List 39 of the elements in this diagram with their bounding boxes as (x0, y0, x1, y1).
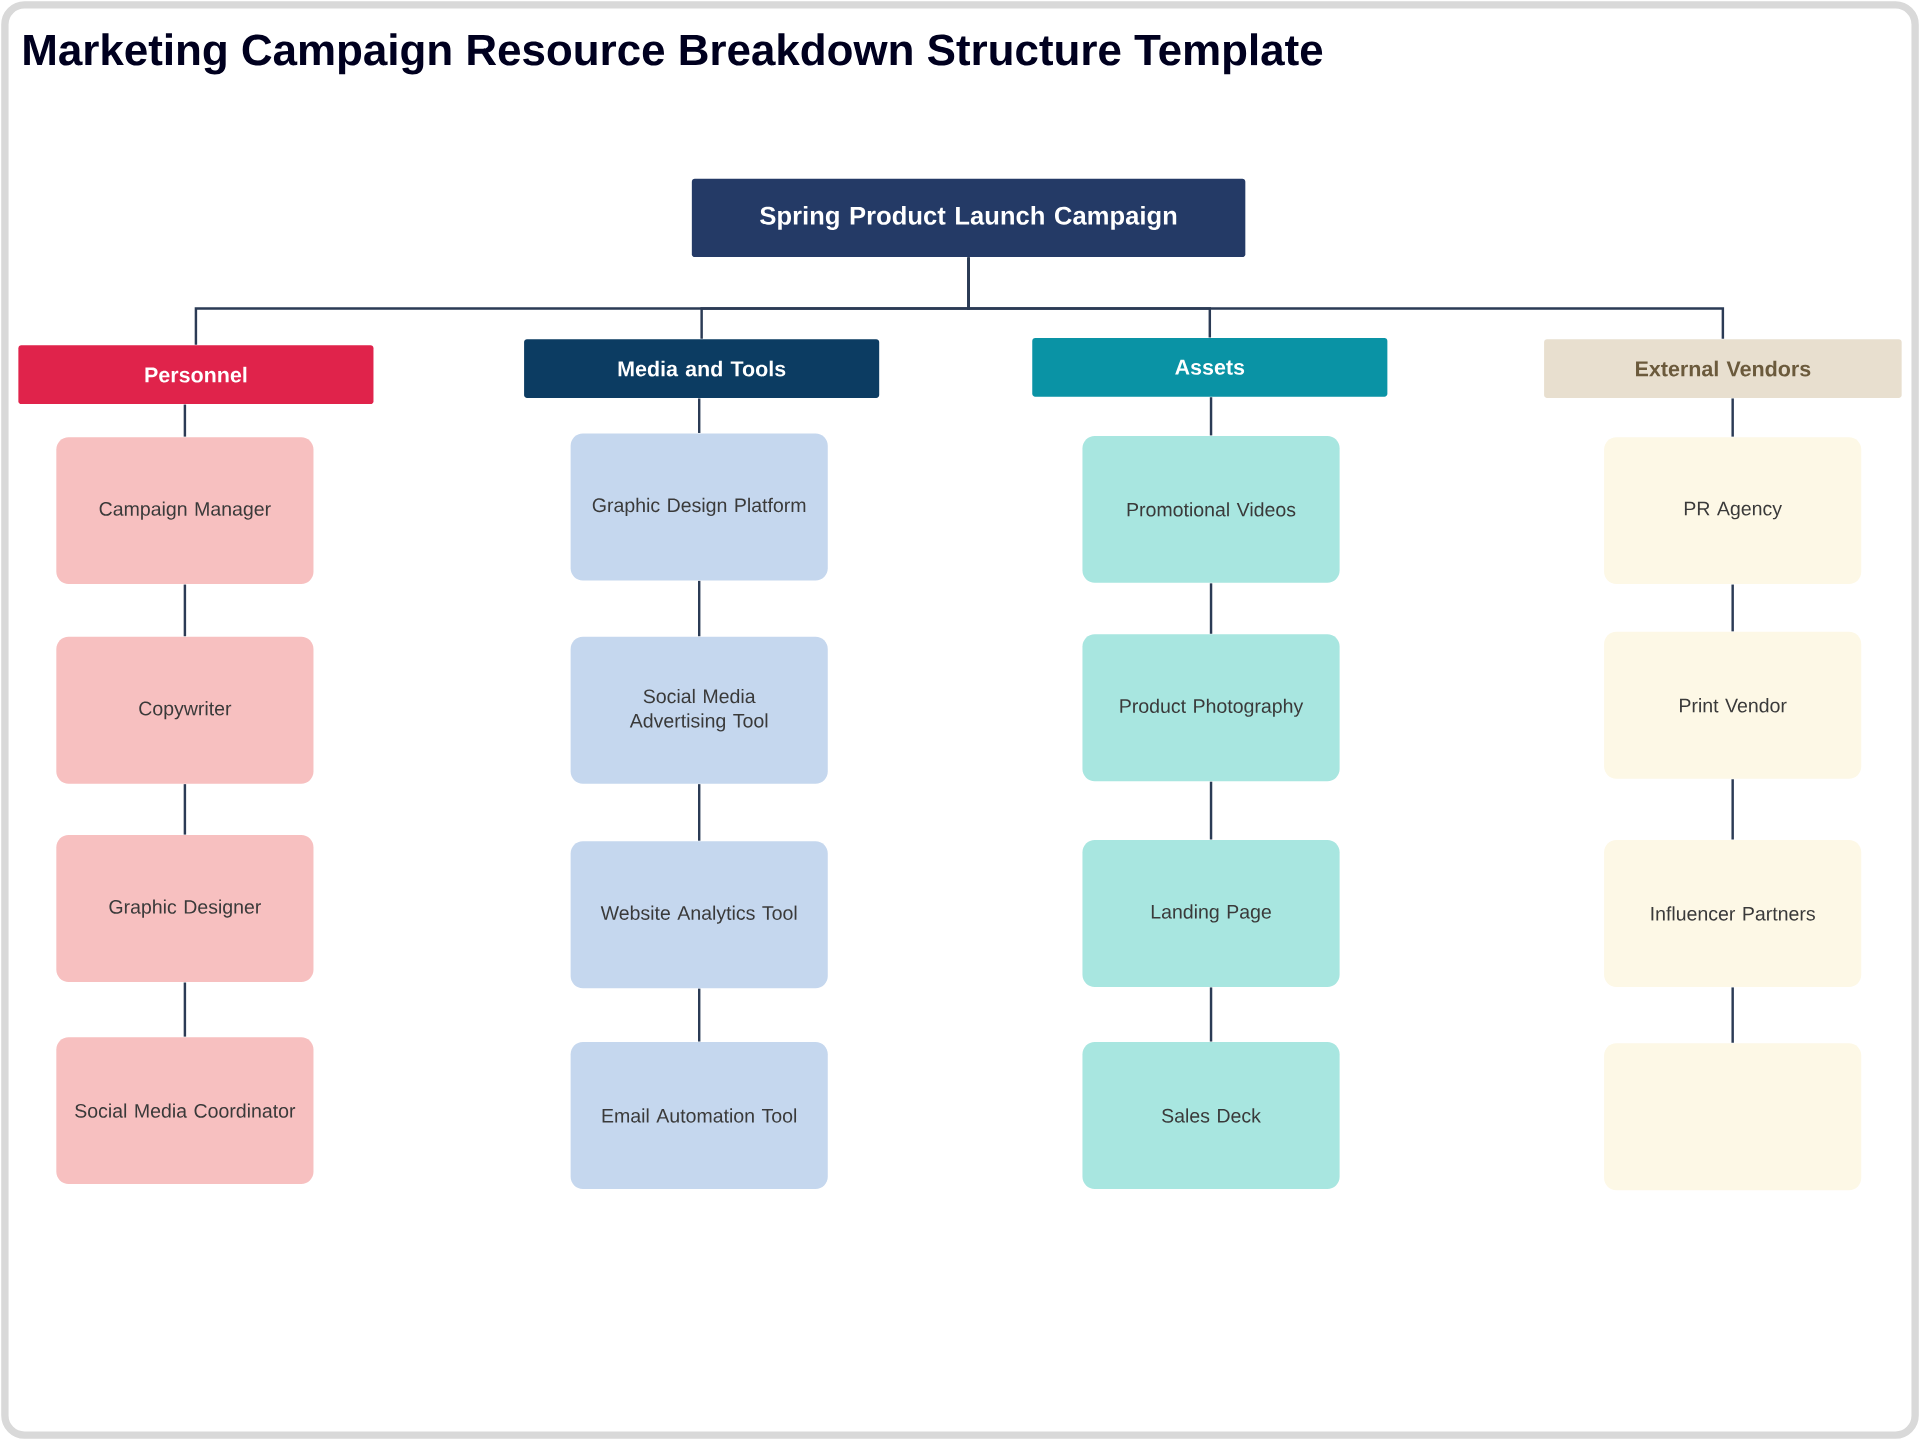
category-box: Media and Tools (524, 339, 880, 398)
connector-line (1209, 397, 1213, 436)
resource-box: Sales Deck (1082, 1042, 1340, 1189)
connector-line (1209, 583, 1213, 634)
category-box: Personnel (18, 345, 374, 405)
connector-line (967, 257, 1725, 339)
title-box: Spring Product Launch Campaign (691, 178, 1246, 258)
resource-box: Email Automation Tool (570, 1042, 828, 1189)
title: Marketing Campaign Resource Breakdown Structure Template (24, 33, 1323, 75)
connector-line (183, 784, 187, 835)
connector-line (1731, 779, 1734, 840)
resource-box: Product Photography (1082, 634, 1340, 782)
connector-line (697, 784, 701, 841)
connector-line (1209, 781, 1213, 840)
resource-box: Print Vendor (1604, 631, 1862, 779)
connector-line (183, 404, 187, 437)
resource-box: Website Analytics Tool (570, 841, 828, 989)
resource-box: Promotional Videos (1082, 435, 1340, 583)
connector-line (697, 398, 701, 433)
connector-line (1209, 987, 1213, 1042)
resource-box: Copywriter (56, 636, 314, 784)
connector-line (697, 580, 701, 637)
resource-box: Graphic Design Platform (570, 433, 828, 581)
resource-box: Graphic Designer (56, 835, 314, 983)
connector-line (183, 982, 187, 1037)
resource-box: Social Media Advertising Tool (570, 636, 828, 784)
connector-line (1731, 398, 1734, 437)
connector-line (697, 988, 701, 1042)
category-box: External Vendors (1544, 339, 1902, 398)
connector-line (1731, 987, 1734, 1043)
resource-box: Social Media Coordinator (56, 1037, 314, 1185)
resource-box: PR Agency (1604, 437, 1862, 585)
empty-box (1604, 1043, 1862, 1191)
resource-box: Campaign Manager (56, 437, 314, 585)
connector-line (1731, 584, 1734, 632)
connector-line (183, 584, 187, 637)
resource-box: Landing Page (1082, 840, 1340, 987)
resource-box: Influencer Partners (1604, 840, 1862, 987)
category-box: Assets (1032, 337, 1388, 397)
